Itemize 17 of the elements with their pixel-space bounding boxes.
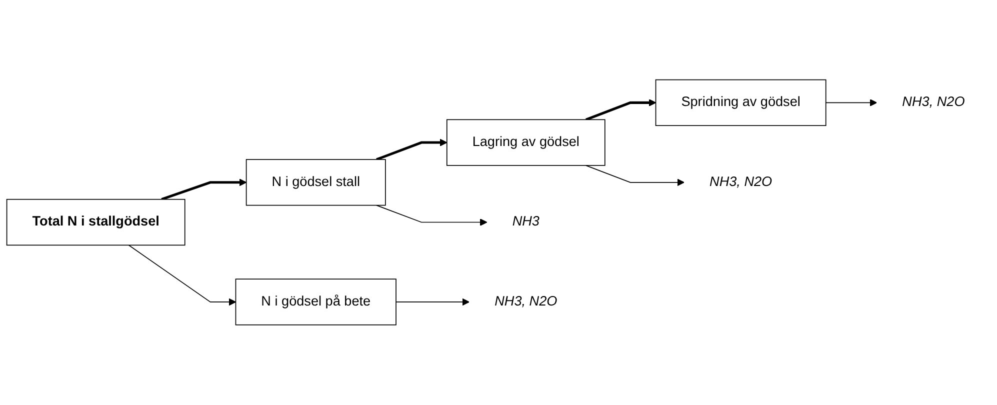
arrow bbox=[376, 138, 448, 161]
node-text: NH3 bbox=[512, 214, 540, 230]
node-box: Lagring av gödsel bbox=[446, 119, 606, 166]
arrow bbox=[585, 165, 684, 186]
node-box: Spridning av gödsel bbox=[655, 80, 826, 126]
arrow bbox=[585, 99, 656, 121]
arrow bbox=[128, 244, 236, 306]
node-text: NH3, N2O bbox=[902, 95, 965, 110]
arrow bbox=[825, 99, 878, 107]
arrow bbox=[396, 298, 470, 306]
node-box: N i gödsel på bete bbox=[235, 278, 396, 326]
arrow bbox=[376, 205, 488, 226]
node-text: NH3, N2O bbox=[494, 294, 558, 309]
node-box: Total N i stallgödsel bbox=[6, 199, 186, 246]
node-box: N i gödsel stall bbox=[246, 159, 386, 206]
arrow bbox=[161, 178, 247, 201]
node-text: NH3, N2O bbox=[710, 174, 772, 190]
